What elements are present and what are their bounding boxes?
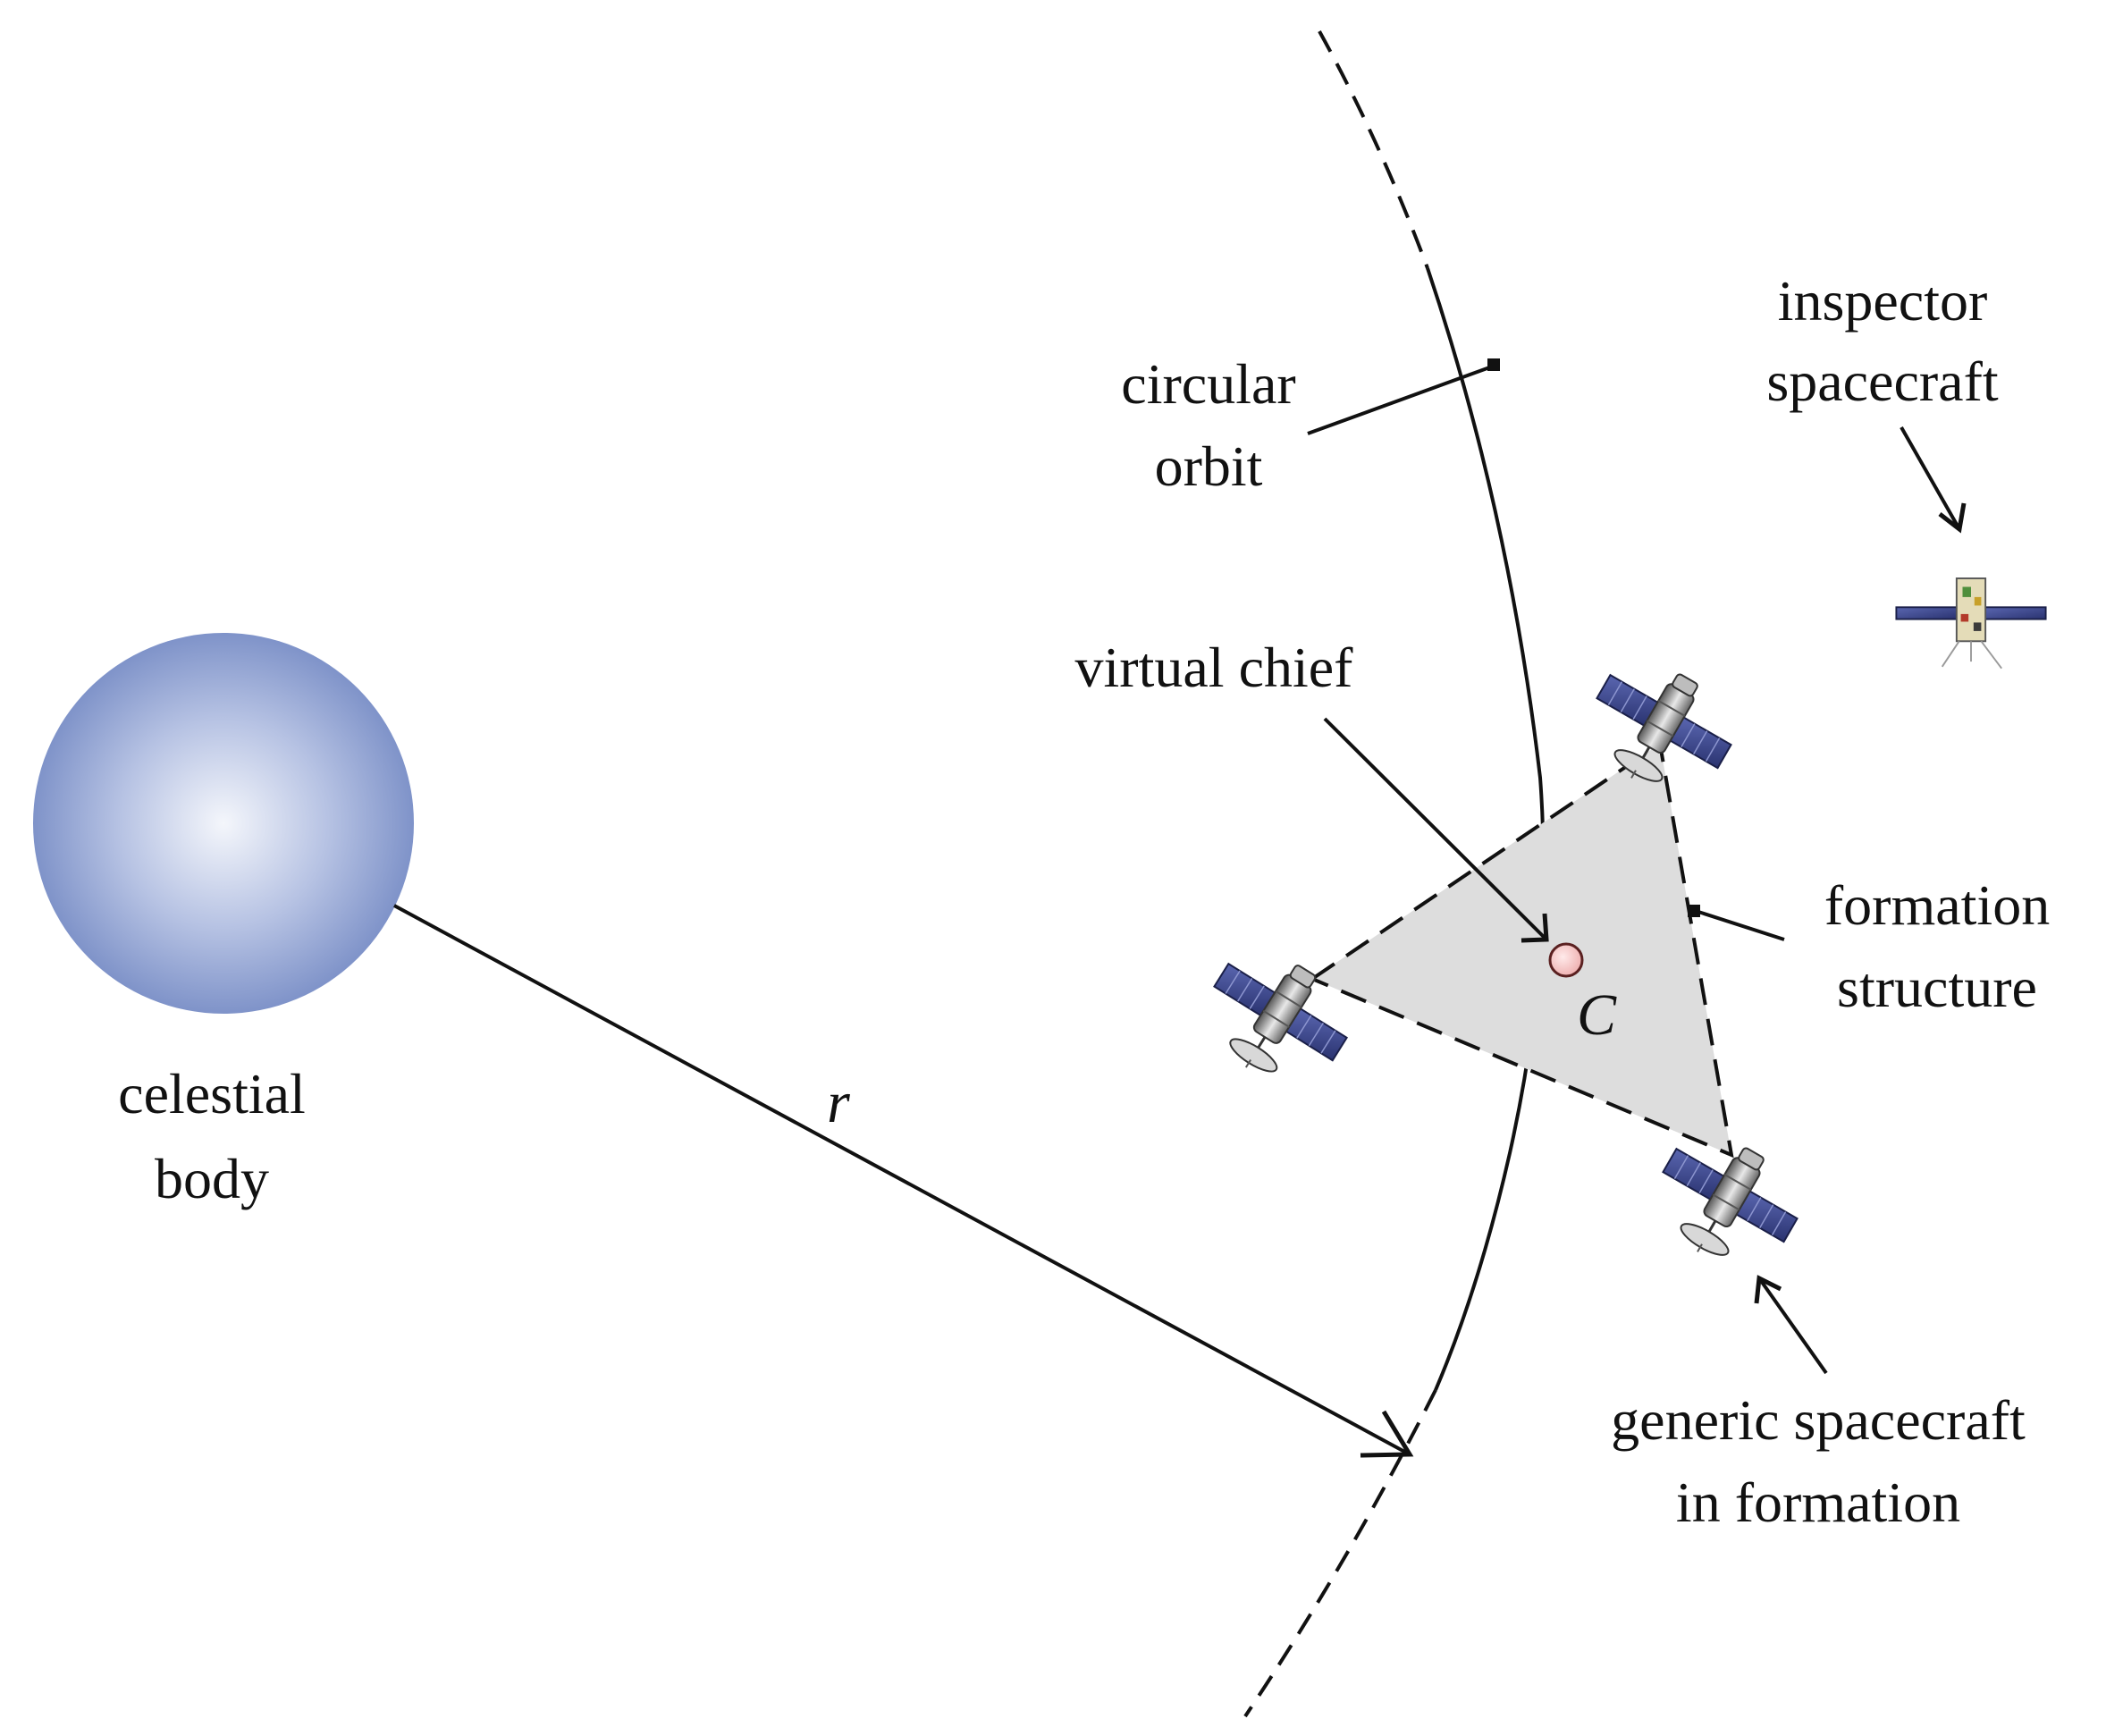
orbit-arc-lower-dashed bbox=[1243, 1389, 1437, 1718]
inspector-arrowhead bbox=[1938, 502, 1967, 534]
virtual-chief-arrow-line bbox=[1323, 717, 1548, 941]
circular-orbit-leader bbox=[1307, 364, 1495, 435]
chief-symbol-label: C bbox=[1577, 982, 1617, 1048]
formation-structure-leader bbox=[1697, 910, 1785, 941]
celestial-body-sphere bbox=[33, 633, 414, 1014]
orbit-arc-upper-dashed bbox=[1318, 30, 1429, 269]
celestial-body-label-line2: body bbox=[155, 1147, 269, 1210]
celestial-body-label-line1: celestial bbox=[118, 1062, 306, 1125]
generic-spacecraft-arrow-line bbox=[1757, 1277, 1828, 1375]
inspector-arrow-line bbox=[1900, 426, 1961, 530]
formation-structure-label-line1: formation bbox=[1824, 873, 2050, 937]
formation-satellite-left-icon bbox=[1185, 931, 1368, 1106]
inspector-spacecraft-label-line2: spacecraft bbox=[1766, 350, 1999, 413]
virtual-chief-marker bbox=[1548, 942, 1584, 978]
circular-orbit-label-line1: circular bbox=[1121, 352, 1295, 416]
circular-orbit-label-line2: orbit bbox=[1155, 434, 1263, 498]
inspector-satellite-icon bbox=[1895, 577, 2047, 670]
radius-symbol-label: r bbox=[827, 1070, 850, 1135]
formation-structure-area bbox=[1312, 744, 1731, 1155]
generic-spacecraft-arrowhead bbox=[1754, 1275, 1782, 1304]
virtual-chief-label: virtual chief bbox=[1075, 636, 1354, 699]
generic-spacecraft-label-line1: generic spacecraft bbox=[1611, 1388, 2026, 1452]
inspector-spacecraft-label-line1: inspector bbox=[1778, 269, 1988, 333]
radius-arrowhead bbox=[1360, 1410, 1414, 1458]
radius-vector bbox=[393, 904, 1411, 1456]
generic-spacecraft-label-line2: in formation bbox=[1676, 1471, 1960, 1534]
circular-orbit-leader-tip bbox=[1487, 358, 1500, 371]
formation-structure-label-line2: structure bbox=[1837, 956, 2037, 1019]
formation-structure-edges bbox=[1310, 740, 1734, 1159]
formation-structure-leader-tip bbox=[1688, 905, 1700, 917]
circular-orbit-line bbox=[1426, 267, 1546, 1391]
virtual-chief-arrowhead bbox=[1521, 913, 1549, 943]
